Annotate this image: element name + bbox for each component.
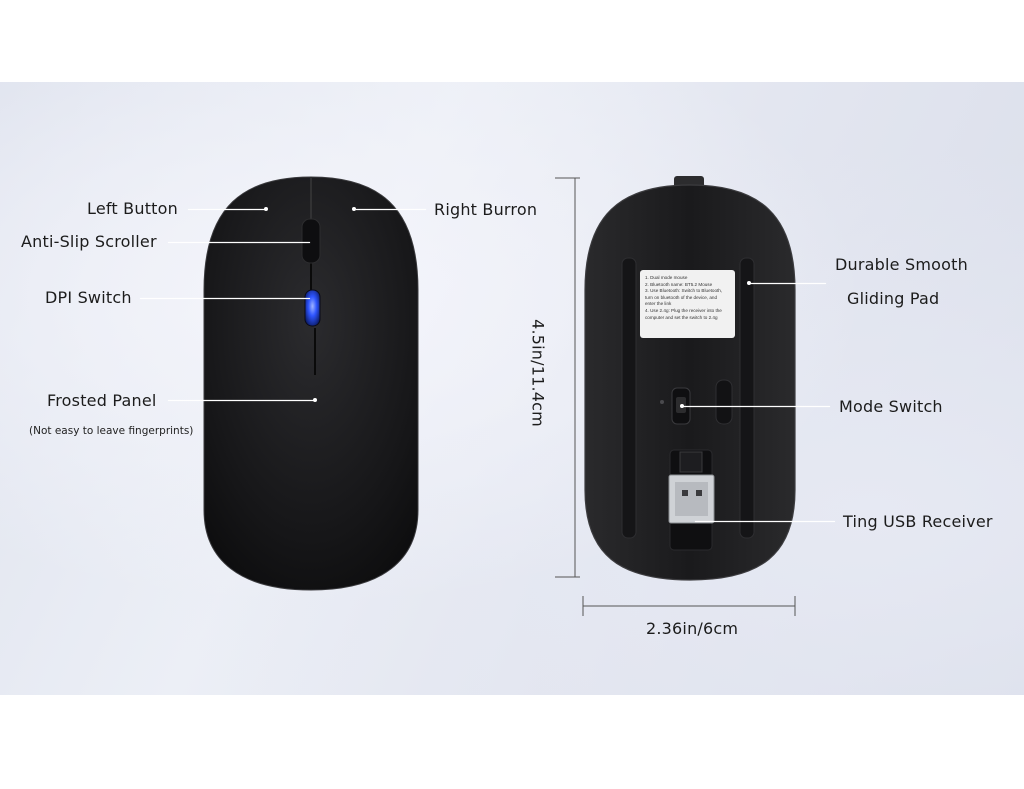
callout-scroller	[168, 242, 310, 243]
dimension-lines	[555, 177, 796, 616]
label-left-button: Left Button	[87, 199, 178, 218]
label-right-button: Right Burron	[434, 200, 538, 219]
label-durable-line2: Gliding Pad	[847, 289, 940, 308]
callout-left-button	[188, 209, 266, 210]
label-width-dimension: 2.36in/6cm	[646, 619, 739, 638]
dpi-led	[304, 289, 321, 327]
callout-durable	[750, 283, 826, 284]
callout-dot	[352, 207, 356, 211]
label-usb-receiver: Ting USB Receiver	[843, 512, 993, 531]
label-scroller: Anti-Slip Scroller	[21, 232, 157, 251]
callout-dot	[747, 281, 751, 285]
callout-frosted	[168, 400, 316, 401]
scroll-wheel	[301, 218, 321, 264]
mouse-top-view	[203, 176, 419, 591]
callout-dot	[264, 207, 268, 211]
product-image-background	[0, 82, 1024, 695]
callout-dot	[680, 404, 684, 408]
callout-dot	[313, 398, 317, 402]
sticker-text: 1. Dual mode mouse 2. Bluetooth name: BT…	[645, 275, 723, 320]
callout-mode	[682, 406, 830, 407]
callout-usb	[695, 521, 835, 522]
glide-pad-left	[621, 257, 637, 539]
label-height-dimension: 4.5in/11.4cm	[528, 319, 548, 427]
sensor	[715, 379, 733, 425]
mouse-bottom-view	[584, 176, 796, 581]
callout-right-button	[356, 209, 426, 210]
label-frosted-panel: Frosted Panel	[47, 391, 157, 410]
label-mode-switch: Mode Switch	[839, 397, 943, 416]
mouse-top-shell	[203, 176, 419, 591]
info-sticker	[640, 270, 735, 338]
label-frosted-note: (Not easy to leave fingerprints)	[29, 425, 194, 437]
label-dpi-switch: DPI Switch	[45, 288, 132, 307]
callout-dpi	[140, 298, 310, 299]
label-durable-line1: Durable Smooth	[835, 255, 968, 274]
glide-pad-right	[739, 257, 755, 539]
